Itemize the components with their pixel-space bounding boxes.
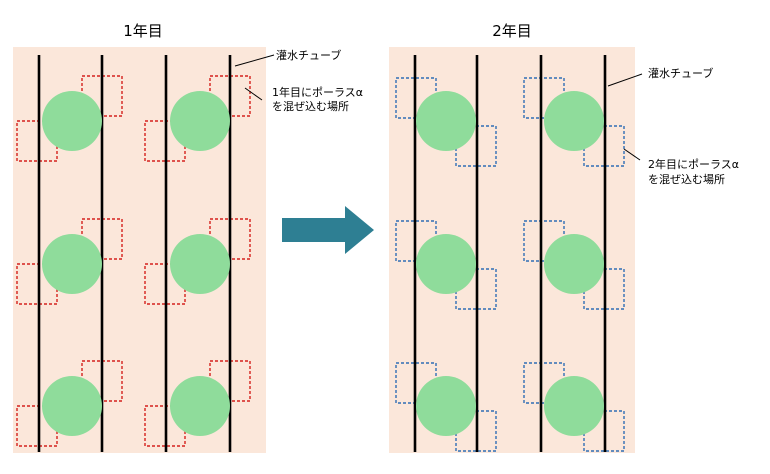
plant: [544, 91, 604, 151]
transition-arrow: [282, 206, 374, 254]
plant: [42, 91, 102, 151]
plant: [416, 91, 476, 151]
plant: [544, 376, 604, 436]
plant: [42, 376, 102, 436]
plant: [416, 376, 476, 436]
plant: [170, 91, 230, 151]
area-leader-line-year1: [244, 87, 263, 101]
plant: [42, 234, 102, 294]
panel-title-year2: 2年目: [492, 22, 532, 40]
tube-leader-line-year2: [607, 73, 643, 87]
plant: [544, 234, 604, 294]
plant: [416, 234, 476, 294]
tube-label-year1: 灌水チューブ: [276, 48, 341, 62]
area-leader-line-year2: [623, 148, 641, 161]
panel-year1: [16, 55, 251, 452]
area-label-line1-year1: 1年目にポーラスα: [272, 85, 363, 99]
panel-title-year1: 1年目: [123, 22, 163, 40]
panel-year2: [395, 55, 625, 452]
plant: [170, 376, 230, 436]
tube-label-year2: 灌水チューブ: [648, 66, 713, 80]
area-label-line1-year2: 2年目にポーラスα: [648, 157, 739, 171]
area-label-line2-year2: を混ぜ込む場所: [648, 173, 725, 186]
area-label-line2-year1: を混ぜ込む場所: [272, 100, 349, 113]
plant: [170, 234, 230, 294]
tube-leader-line-year1: [234, 54, 275, 67]
